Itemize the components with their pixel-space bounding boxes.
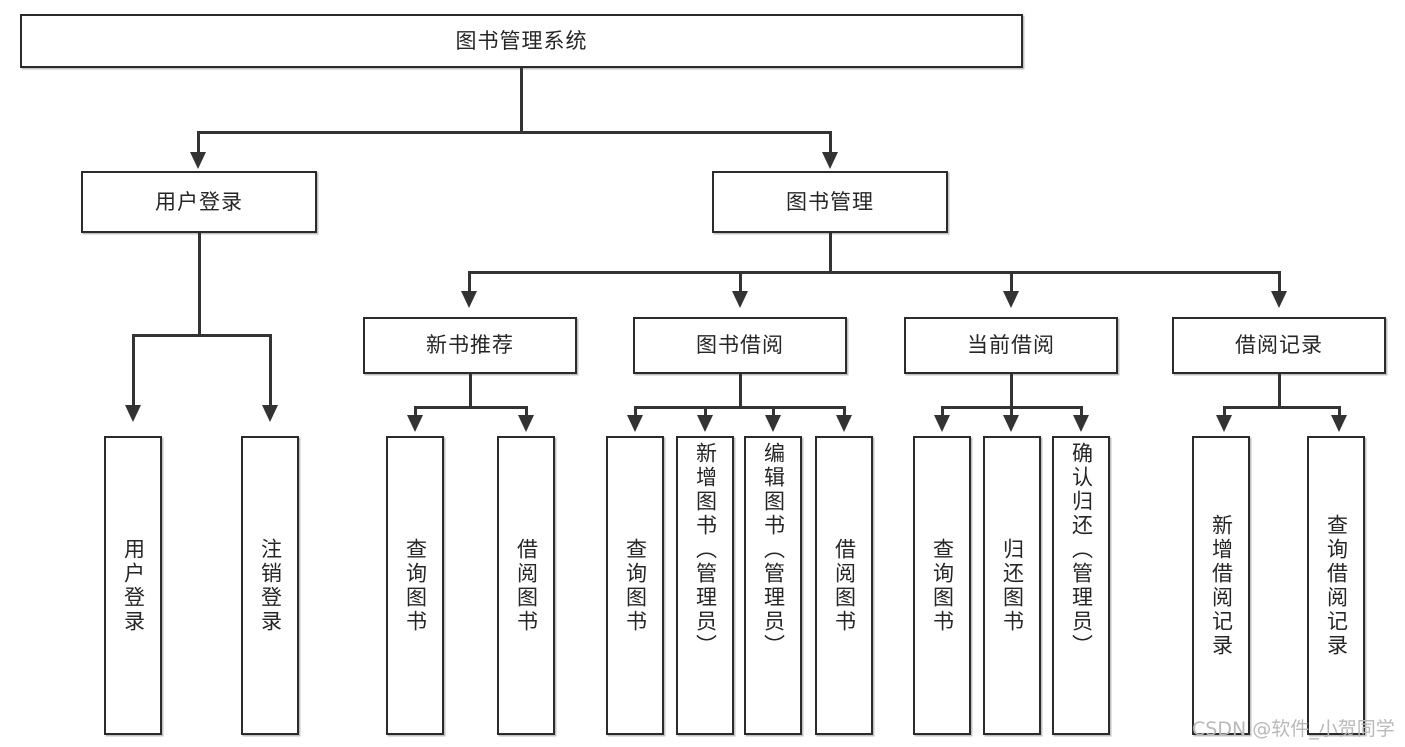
- leaf-return-book[interactable]: 归还图书: [983, 436, 1041, 735]
- node-label: 图书借阅: [696, 333, 784, 358]
- connector-book-borrow-bus: [634, 406, 845, 409]
- arrowhead-leaf-query-book-1: [407, 415, 423, 432]
- node-label: 确认归还（管理员）: [1069, 442, 1094, 658]
- connector-book-borrow-stem: [739, 374, 742, 408]
- connector-to-book-borrow: [739, 271, 742, 293]
- leaf-query-borrow-record[interactable]: 查询借阅记录: [1307, 436, 1365, 735]
- connector-br-leaf2: [1338, 406, 1341, 418]
- connector-root-bus: [197, 131, 832, 134]
- connector-to-current-borrow: [1010, 271, 1013, 293]
- arrowhead-leaf-borrow-book-2: [836, 415, 852, 432]
- node-book-management[interactable]: 图书管理: [712, 171, 948, 233]
- arrowhead-book-borrow: [732, 291, 748, 308]
- leaf-add-book-admin[interactable]: 新增图书（管理员）: [676, 436, 734, 735]
- node-label: 查询图书: [403, 537, 428, 634]
- node-label: 查询图书: [930, 537, 955, 634]
- leaf-edit-book-admin[interactable]: 编辑图书（管理员）: [744, 436, 802, 735]
- leaf-borrow-book-recommend[interactable]: 借阅图书: [497, 436, 555, 735]
- leaf-borrow-book-borrow[interactable]: 借阅图书: [815, 436, 873, 735]
- connector-book-manage-bus: [468, 271, 1280, 274]
- watermark-text: CSDN @软件_小贺同学: [1192, 718, 1395, 740]
- connector-nbr-leaf2: [525, 406, 528, 418]
- node-label: 当前借阅: [967, 333, 1055, 358]
- connector-current-borrow-stem: [1010, 374, 1013, 408]
- arrowhead-leaf-add-record: [1216, 415, 1232, 432]
- connector-bb-leaf3: [772, 406, 775, 418]
- arrowhead-current-borrow: [1003, 291, 1019, 308]
- node-label: 图书管理: [786, 189, 874, 214]
- node-label: 编辑图书（管理员）: [761, 442, 786, 658]
- arrowhead-leaf-add-book: [697, 415, 713, 432]
- arrowhead-new-book-recommend: [461, 291, 477, 308]
- leaf-query-book-borrow[interactable]: 查询图书: [606, 436, 664, 735]
- leaf-logout-login[interactable]: 注销登录: [241, 436, 299, 735]
- arrowhead-leaf-query-record: [1331, 415, 1347, 432]
- connector-to-new-book-recommend: [468, 271, 471, 293]
- leaf-query-book-current[interactable]: 查询图书: [913, 436, 971, 735]
- node-label: 注销登录: [258, 537, 283, 634]
- connector-root-stem: [520, 68, 523, 133]
- connector-user-login-bus: [132, 334, 271, 337]
- node-new-book-recommend[interactable]: 新书推荐: [363, 317, 577, 374]
- arrowhead-leaf-confirm-return: [1073, 415, 1089, 432]
- node-label: 用户登录: [155, 189, 243, 214]
- connector-bb-leaf4: [843, 406, 846, 418]
- arrowhead-leaf-borrow-book-1: [518, 415, 534, 432]
- connector-borrow-record-stem: [1278, 374, 1281, 408]
- node-label: 图书管理系统: [455, 28, 588, 53]
- connector-to-borrow-record: [1278, 271, 1281, 293]
- node-borrow-record[interactable]: 借阅记录: [1172, 317, 1386, 374]
- connector-book-manage-stem: [829, 233, 832, 273]
- leaf-query-book-recommend[interactable]: 查询图书: [386, 436, 444, 735]
- connector-bb-leaf2: [704, 406, 707, 418]
- arrowhead-leaf-query-book-2: [627, 415, 643, 432]
- node-label: 查询借阅记录: [1324, 513, 1349, 658]
- connector-user-login-leaf1: [132, 334, 135, 407]
- node-label: 借阅记录: [1235, 333, 1323, 358]
- arrowhead-leaf-return-book: [1003, 415, 1019, 432]
- arrowhead-leaf-user-login: [125, 405, 141, 422]
- arrowhead-book-manage: [822, 152, 838, 169]
- node-current-borrow[interactable]: 当前借阅: [904, 317, 1118, 374]
- connector-new-book-recommend-stem: [469, 374, 472, 408]
- connector-user-login-stem: [198, 233, 201, 336]
- leaf-add-borrow-record[interactable]: 新增借阅记录: [1192, 436, 1250, 735]
- node-label: 借阅图书: [514, 537, 539, 634]
- node-book-borrow[interactable]: 图书借阅: [633, 317, 847, 374]
- leaf-user-login[interactable]: 用户登录: [104, 436, 162, 735]
- node-label: 新增借阅记录: [1209, 513, 1234, 658]
- node-label: 新增图书（管理员）: [693, 442, 718, 658]
- arrowhead-leaf-query-book-3: [934, 415, 950, 432]
- node-label: 归还图书: [1000, 537, 1025, 634]
- connector-cb-leaf3: [1080, 406, 1083, 418]
- connector-user-login-leaf2: [269, 334, 272, 407]
- node-label: 用户登录: [121, 537, 146, 634]
- connector-new-book-recommend-bus: [414, 406, 527, 409]
- node-user-login[interactable]: 用户登录: [81, 171, 317, 233]
- node-root-book-management-system[interactable]: 图书管理系统: [20, 14, 1023, 68]
- connector-borrow-record-bus: [1223, 406, 1340, 409]
- arrowhead-borrow-record: [1271, 291, 1287, 308]
- arrowhead-user-login: [190, 152, 206, 169]
- connector-cb-leaf1: [941, 406, 944, 418]
- connector-cb-leaf2: [1010, 406, 1013, 418]
- arrowhead-leaf-logout-login: [262, 405, 278, 422]
- connector-nbr-leaf1: [414, 406, 417, 418]
- connector-br-leaf1: [1223, 406, 1226, 418]
- leaf-confirm-return-admin[interactable]: 确认归还（管理员）: [1052, 436, 1110, 735]
- node-label: 借阅图书: [832, 537, 857, 634]
- node-label: 新书推荐: [426, 333, 514, 358]
- node-label: 查询图书: [623, 537, 648, 634]
- connector-root-to-user-login: [197, 131, 200, 156]
- connector-bb-leaf1: [634, 406, 637, 418]
- arrowhead-leaf-edit-book: [765, 415, 781, 432]
- connector-root-to-book-manage: [829, 131, 832, 156]
